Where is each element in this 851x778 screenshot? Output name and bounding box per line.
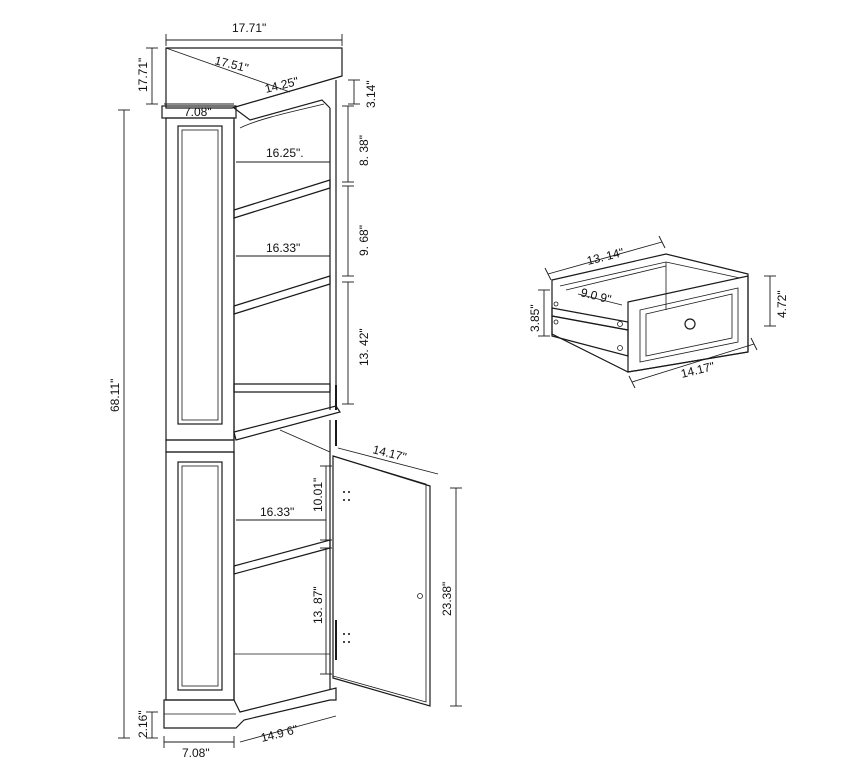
label-lower-shelf-width: 16.33" <box>260 505 294 519</box>
lower-side-recess-inner <box>181 465 219 687</box>
drawer-front-frame <box>639 287 739 363</box>
label-lower-bottom-height: 13. 87" <box>311 586 325 624</box>
label-lower-upper-height: 10.01" <box>311 478 325 512</box>
top-diagonal-line <box>165 47 291 93</box>
drawer <box>551 253 749 373</box>
cabinet-dimensions: 17.71" 17.71" 17.51" 14.25" 3.14" 7.08" … <box>108 21 462 760</box>
label-top-gap: 3.14" <box>364 80 378 108</box>
label-shelf2-width: 16.33" <box>266 241 300 255</box>
lower-side-recess <box>177 461 223 691</box>
shelf-3-front <box>233 383 331 393</box>
top-front-edge <box>231 75 343 109</box>
shelf-2 <box>233 275 331 315</box>
slide-screw-icon <box>617 345 623 351</box>
label-base-diagonal: 14.9 6" <box>259 722 299 745</box>
slide-screw-icon <box>553 301 559 307</box>
label-total-height: 68.11" <box>108 379 122 412</box>
drawer-dimensions: 13. 14" 9.0 9" 3.85" 4.72" 14.17" <box>528 235 789 389</box>
upper-back-crown <box>233 99 331 121</box>
door-knob-icon <box>417 593 423 599</box>
base-plinth <box>163 687 337 729</box>
label-shelf2-height: 9. 68" <box>357 225 371 256</box>
hinge-dots <box>343 491 350 643</box>
drawer-knob-icon <box>684 318 696 330</box>
drawer-front-recess <box>645 293 733 357</box>
label-side-width-bottom: 7.08" <box>182 746 210 760</box>
label-shelf1-height: 8. 38" <box>357 135 371 166</box>
label-top-width: 17.71" <box>232 21 266 35</box>
slide-screw-icon <box>617 321 623 327</box>
upper-side-panel <box>165 117 235 441</box>
lower-shelf <box>233 539 331 575</box>
upper-arch <box>239 103 325 129</box>
label-drawer-inner-height: 3.85" <box>528 304 542 332</box>
drawer-slide-top <box>551 307 629 331</box>
label-drawer-front-height: 4.72" <box>775 290 789 318</box>
label-door-width: 14.17" <box>371 442 408 464</box>
label-base-height: 2.16" <box>136 710 150 738</box>
open-door <box>332 455 431 707</box>
drawer-side <box>551 315 629 357</box>
lower-top-inner <box>279 429 331 453</box>
lower-side-panel <box>165 451 235 701</box>
drawer-inner-back <box>565 265 667 291</box>
label-top-inner-diagonal: 14.25" <box>263 74 300 96</box>
slide-screw-icon <box>553 319 559 325</box>
middle-band <box>165 439 235 453</box>
open-door-inner <box>332 455 427 703</box>
cabinet-body <box>161 47 431 729</box>
label-door-height: 23.38" <box>440 582 454 616</box>
label-shelf3-height: 13. 42" <box>357 328 371 366</box>
shelf-1 <box>233 179 331 219</box>
upper-side-recess-inner <box>181 129 219 421</box>
middle-shelf <box>233 405 341 441</box>
label-top-depth: 17.71" <box>136 58 150 92</box>
label-side-width-top: 7.08" <box>184 105 212 119</box>
upper-side-recess <box>177 125 223 425</box>
label-top-diagonal: 17.51" <box>213 53 250 75</box>
label-shelf1-width: 16.25". <box>266 146 304 160</box>
